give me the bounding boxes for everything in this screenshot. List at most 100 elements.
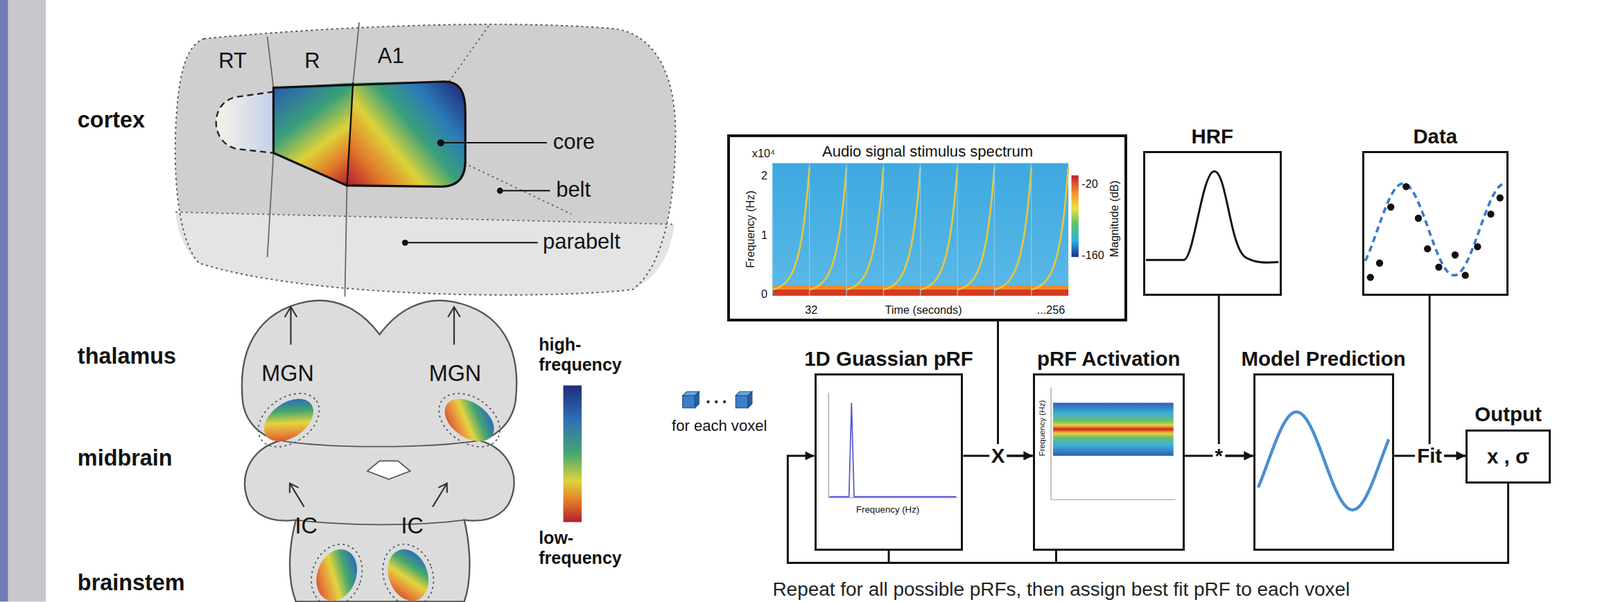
- spectrogram: [883, 167, 920, 290]
- spectrogram: [919, 163, 921, 297]
- pathway-arrow: [432, 483, 448, 508]
- voxel-label: for each voxel: [671, 418, 767, 436]
- data-plot: [1435, 263, 1442, 271]
- row-label-box: midbrain: [77, 446, 173, 473]
- region-label: parabelt: [542, 229, 621, 254]
- voxel-cubes: [735, 395, 749, 409]
- pathway-arrow: [284, 307, 298, 345]
- colorbar-label: low- frequency: [538, 528, 622, 568]
- cortex-illustration: [216, 91, 274, 153]
- tick-label-box: -160: [1081, 248, 1104, 263]
- region-label-box: core: [553, 129, 595, 155]
- activation-plot: [1050, 387, 1176, 500]
- tick-label-box: 2: [761, 169, 768, 183]
- flow-connector: [787, 456, 1508, 564]
- data-panel: Data: [1362, 151, 1508, 297]
- side-stripe: [0, 0, 9, 602]
- data-plot: [1364, 183, 1506, 281]
- spectrogram: [845, 163, 847, 297]
- area-label-box: RT: [218, 49, 247, 75]
- activation-panel: pRF Activation: [1032, 373, 1185, 552]
- flow-connector: [998, 321, 1033, 457]
- colorbar-label: high- frequency: [538, 334, 622, 375]
- axis-title: Frequency (Hz): [743, 190, 757, 269]
- gaussian-plot: [829, 402, 957, 497]
- nucleus-label: MGN: [429, 361, 482, 387]
- data-plot: [1496, 194, 1504, 202]
- data-plot: [1364, 183, 1506, 276]
- tick-label: -20: [1081, 177, 1098, 190]
- spectrogram: [772, 163, 1069, 297]
- cortex-illustration: [175, 212, 675, 296]
- region-label: core: [553, 129, 595, 154]
- data-plot: [1462, 271, 1469, 279]
- area-label-box: R: [304, 49, 320, 75]
- data-plot: [1367, 273, 1375, 281]
- spectrogram: [920, 167, 958, 290]
- row-label: thalamus: [77, 344, 177, 370]
- spectrogram: [994, 167, 1031, 290]
- operator-label: *: [1213, 444, 1225, 468]
- axis-scale-box: x10⁴: [752, 146, 776, 160]
- tick-label: 1: [761, 228, 768, 241]
- brainstem-illustration: [302, 537, 371, 602]
- tick-label: 0: [761, 287, 768, 301]
- nucleus-label-box: MGN: [261, 361, 315, 388]
- data-plot: [1387, 203, 1395, 211]
- cortex-illustration: [175, 22, 676, 297]
- leader-line: [404, 241, 538, 244]
- brainstem-illustration: [436, 390, 502, 451]
- prf-panel: 1D Guassian pRF: [814, 373, 964, 552]
- pathway-arrow: [289, 483, 305, 508]
- panel-title: 1D Guassian pRF: [804, 347, 974, 371]
- area-label-box: A1: [377, 43, 405, 69]
- row-label-box: thalamus: [77, 344, 177, 371]
- loop-stub: [888, 551, 1056, 564]
- brainstem-illustration: [241, 300, 517, 602]
- data-plot: [1451, 251, 1459, 259]
- brainstem-illustration: [367, 461, 411, 480]
- axis-title-box: Frequency (Hz): [743, 190, 758, 269]
- brainstem-illustration: [241, 300, 517, 602]
- axis-title-box: Frequency (Hz): [856, 504, 920, 516]
- hrf-curve: [1145, 171, 1279, 263]
- area-label: A1: [377, 43, 405, 68]
- spectrogram: [1030, 163, 1032, 297]
- flow-connector: [1429, 296, 1466, 457]
- operator-label-box: X: [989, 444, 1008, 468]
- area-label: RT: [218, 49, 247, 74]
- loop-stub: [1055, 551, 1058, 564]
- data-plot: [1473, 243, 1481, 251]
- leader-line: [499, 189, 550, 192]
- side-stripe: [0, 0, 46, 602]
- panel-title: Data: [1412, 124, 1458, 148]
- brainstem-illustration: [380, 544, 436, 602]
- pathway-arrow: [447, 307, 461, 345]
- flow-connector: [1218, 296, 1253, 457]
- hrf-curve: [1145, 171, 1279, 263]
- panel-title-box: HRF: [1190, 124, 1233, 149]
- spectrum-panel: Audio signal stimulus spectrum: [727, 134, 1128, 321]
- brainstem-illustration: [248, 382, 330, 459]
- panel-title-box: pRF Activation: [1037, 347, 1181, 371]
- voxel-cubes: [714, 400, 718, 404]
- operator-label-box: Fit: [1414, 444, 1445, 468]
- spectrogram: [1031, 167, 1069, 290]
- panel-title-box: Model Prediction: [1241, 347, 1406, 371]
- panel-value-box: x , σ: [1487, 445, 1530, 469]
- activation-plot: [1053, 402, 1174, 457]
- spectrogram: [957, 167, 995, 290]
- region-label-box: belt: [555, 177, 591, 203]
- operator-label-box: *: [1213, 444, 1225, 468]
- panel-title-box: Output: [1474, 402, 1542, 427]
- cortex-illustration: [175, 212, 675, 225]
- tick-label: -160: [1081, 248, 1104, 262]
- leader-line: [402, 139, 550, 247]
- brainstem-illustration: [280, 440, 480, 448]
- data-plot: [1423, 245, 1431, 253]
- data-plot: [1414, 214, 1422, 222]
- cortex-illustration: [273, 81, 466, 188]
- cortex-illustration: [346, 82, 353, 186]
- axis-title: Time (seconds): [885, 303, 963, 317]
